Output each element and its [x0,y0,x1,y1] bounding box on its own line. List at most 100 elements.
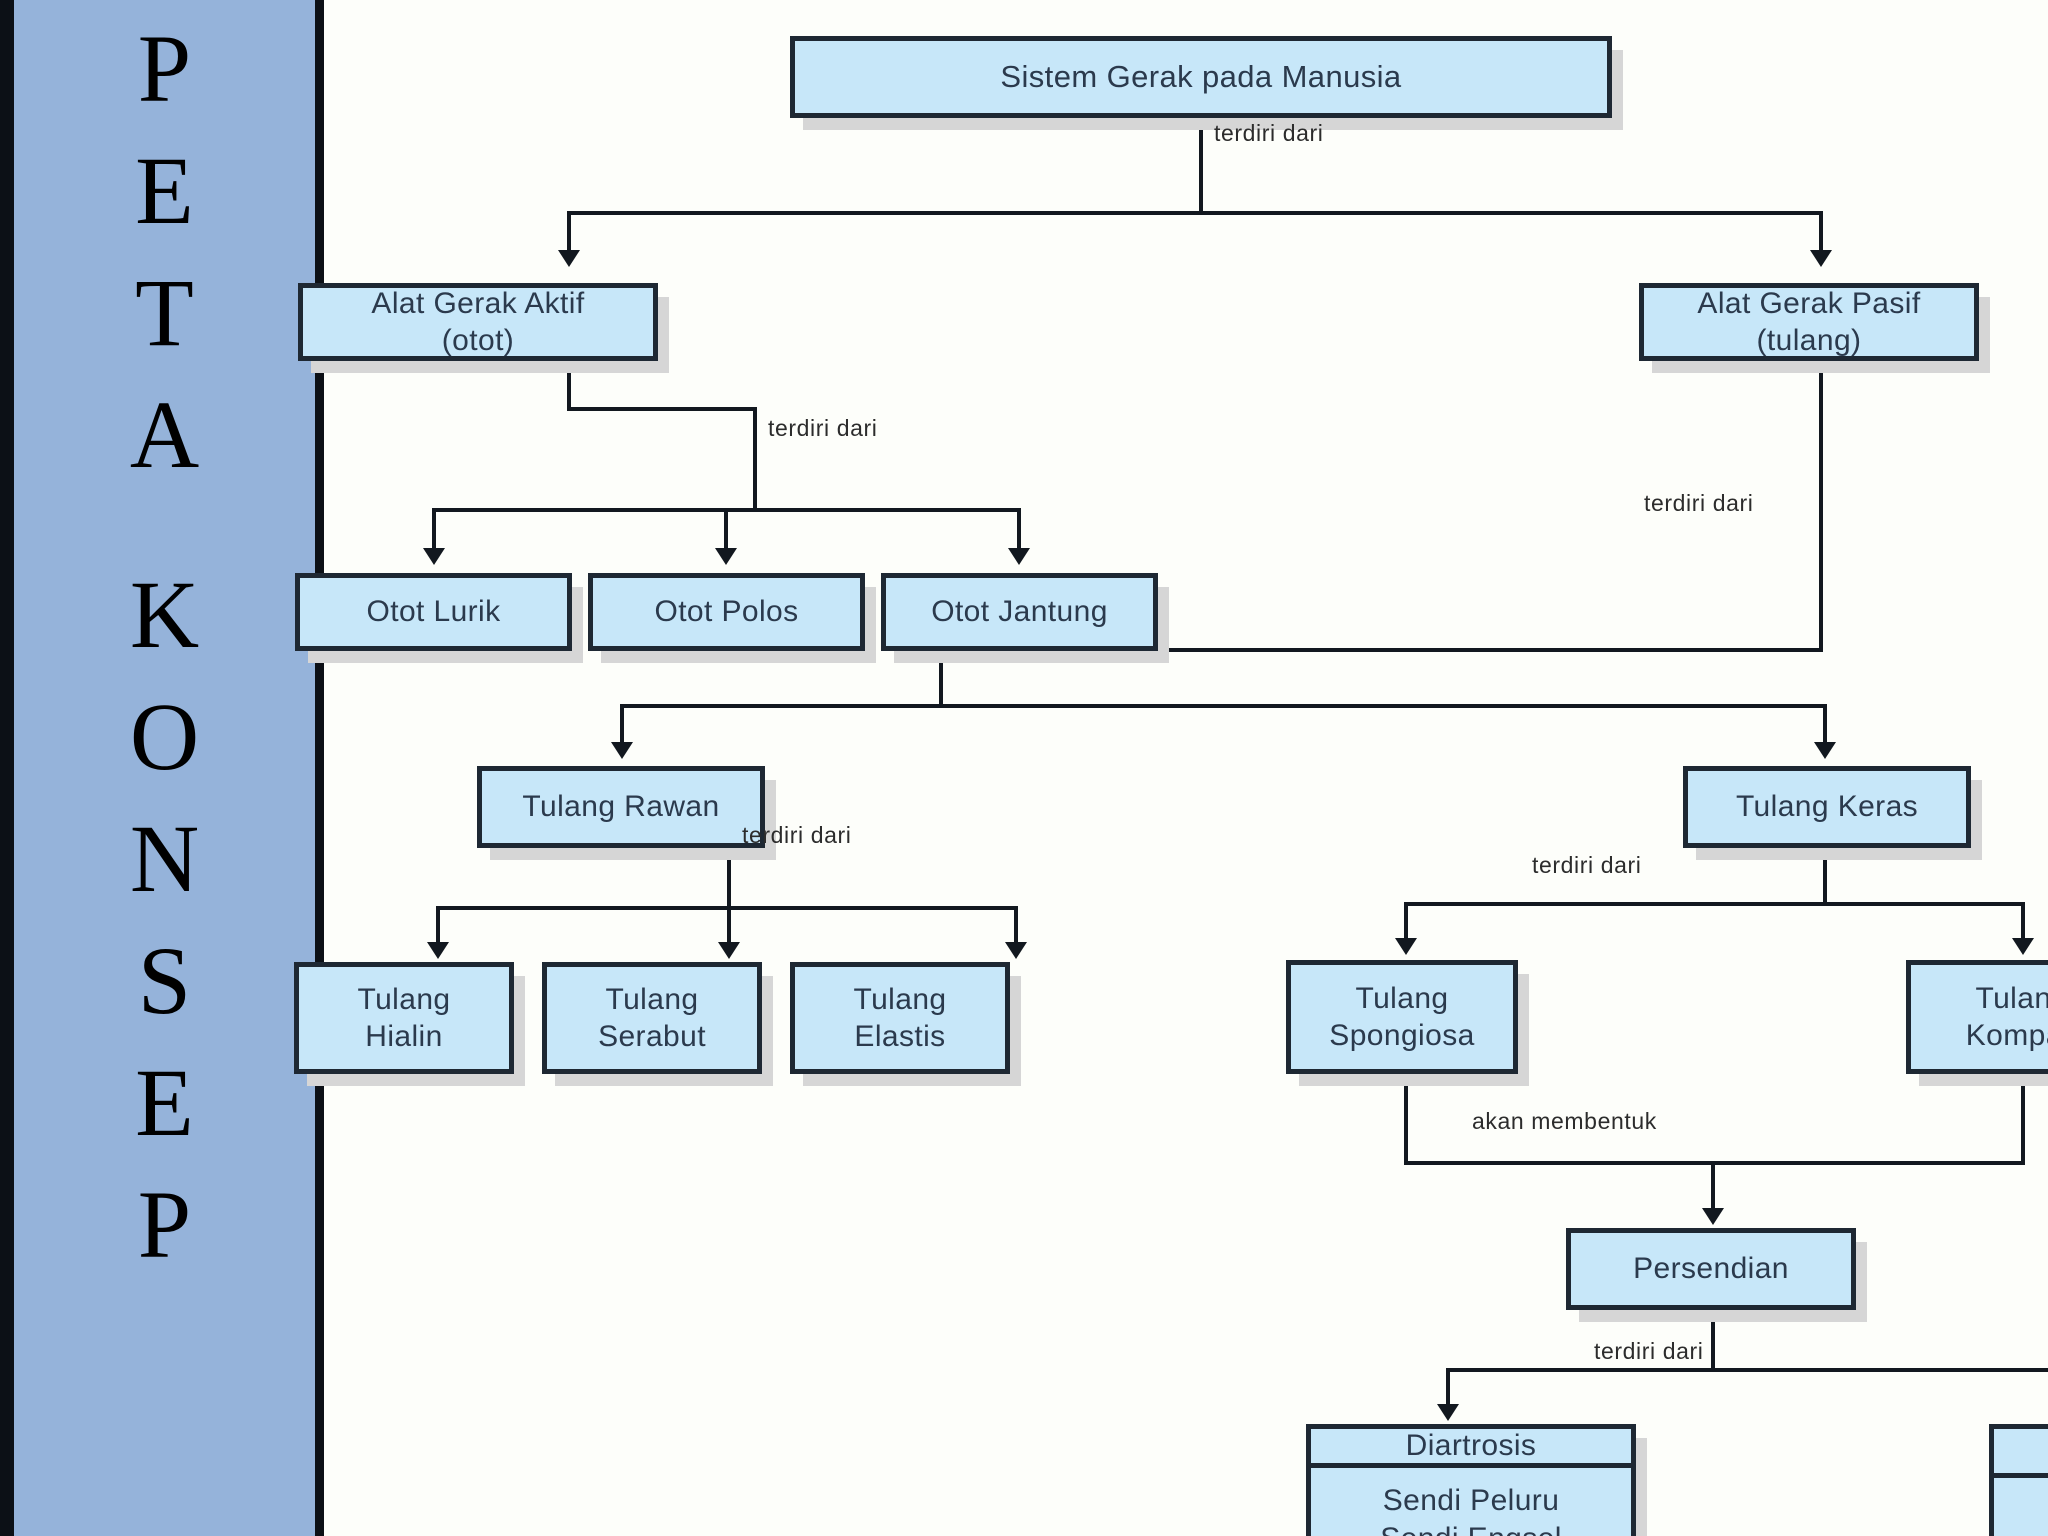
node-label-line2: Spongiosa [1329,1019,1475,1052]
node-label: Otot Lurik [366,595,501,628]
node-otot-polos[interactable]: Otot Polos [588,573,865,651]
node-label: Otot Polos [654,595,799,628]
arrowhead-to-tulang-serabut [718,942,740,959]
node-tulang-spongiosa[interactable]: Tulang Spongiosa [1286,960,1518,1074]
arrowhead-to-otot-lurik [423,548,445,565]
connector-to-tulang-spongiosa [1404,902,1408,944]
node-otot-jantung[interactable]: Otot Jantung [881,573,1158,651]
node-sinartrosis-header: Sinartrosis [1994,1429,2048,1479]
node-alat-gerak-aktif[interactable]: Alat Gerak Aktif (otot) [298,283,658,361]
node-tulang-serabut[interactable]: Tulang Serabut [542,962,762,1074]
list-item: Sendi Engsel [1380,1520,1562,1536]
arrowhead-to-tulang-rawan [611,742,633,759]
connector-to-diartrosis [1446,1368,1450,1410]
banner-letter-p1: P [137,15,192,122]
connector-spongiosa-down [1404,1074,1408,1165]
edge-label-root-split: terdiri dari [1214,120,1324,146]
node-diartrosis[interactable]: Diartrosis Sendi Peluru Sendi Engsel Sen… [1306,1424,1636,1536]
connector-to-tulang-hialin [436,906,440,948]
node-otot-lurik[interactable]: Otot Lurik [295,573,572,651]
banner-letter-e2: E [135,1049,194,1156]
node-tulang-keras[interactable]: Tulang Keras [1683,766,1971,848]
arrowhead-to-otot-jantung [1008,548,1030,565]
node-label-line2: Elastis [854,1020,946,1053]
node-label-line1: Alat Gerak Pasif [1697,286,1921,320]
list-item: Sendi Peluru [1382,1484,1560,1517]
arrowhead-to-tulang-keras [1814,742,1836,759]
concept-map-canvas: Sistem Gerak pada Manusia terdiri dari A… [294,0,2048,1536]
node-sinartrosis[interactable]: Sinartrosis Sinfibrosis Sinkondrosis [1989,1424,2048,1536]
edge-label-rawan-split: terdiri dari [742,822,852,848]
arrowhead-to-tulang-kompak [2012,938,2034,955]
node-label: Otot Jantung [931,595,1108,628]
arrowhead-to-aktif [558,250,580,267]
node-sistem-gerak-pada-manusia[interactable]: Sistem Gerak pada Manusia [790,36,1612,118]
connector-membentuk-down [1711,1161,1715,1214]
node-label-line1: Tulang [1355,981,1449,1015]
banner-letter-p2: P [137,1171,192,1278]
node-label: Tulang Keras [1735,790,1919,823]
arrowhead-to-diartrosis [1437,1404,1459,1421]
connector-root-to-aktif [567,211,571,256]
node-label-line1: Tulang [853,982,947,1016]
node-label: Sistem Gerak pada Manusia [1000,59,1402,94]
banner-letter-t: T [135,259,194,366]
connector-root-to-pasif [1819,211,1823,256]
arrowhead-to-tulang-hialin [427,942,449,959]
peta-konsep-banner: P E T A K O N S E P [0,0,324,1536]
connector-pasif-down2 [939,648,943,708]
connector-to-otot-jantung [1017,508,1021,554]
edge-label-persendian-split: terdiri dari [1594,1338,1704,1364]
node-tulang-elastis[interactable]: Tulang Elastis [790,962,1010,1074]
arrowhead-to-pasif [1810,250,1832,267]
connector-persendian-down [1711,1310,1715,1372]
connector-to-tulang-serabut [727,906,731,948]
node-label: Persendian [1633,1252,1789,1285]
connector-to-tulang-kompak [2021,902,2025,944]
connector-keras-down [1823,848,1827,906]
connector-aktif-right [567,407,757,411]
node-diartrosis-header: Diartrosis [1311,1429,1631,1468]
node-label-line1: Tulang [605,982,699,1016]
arrowhead-to-tulang-spongiosa [1395,938,1417,955]
edge-label-otot-split: terdiri dari [768,415,878,441]
node-label-line2: Hialin [365,1020,443,1053]
node-label-line2: (otot) [441,324,515,357]
node-diartrosis-items: Sendi Peluru Sendi Engsel Sendi Putar Se… [1311,1468,1631,1536]
connector-persendian-split-bar [1446,1368,2048,1372]
connector-root-split-bar [567,211,1823,215]
banner-letter-n: N [129,805,200,912]
banner-letter-a: A [129,381,200,488]
node-label: Diartrosis [1405,1429,1537,1462]
connector-pasif-left [939,648,1823,652]
node-label-line1: Tulang [1975,981,2048,1015]
connector-aktif-down1 [567,361,571,410]
connector-root-stem [1199,118,1203,213]
node-label-line1: Tulang [357,982,451,1016]
connector-kompak-down [2021,1074,2025,1165]
node-label: Tulang Rawan [522,790,720,823]
edge-label-keras-split: terdiri dari [1532,852,1642,878]
node-label-line2: (tulang) [1756,324,1862,357]
node-label-line1: Alat Gerak Aktif [371,286,585,320]
connector-to-otot-polos [724,508,728,554]
connector-to-tulang-elastis [1014,906,1018,948]
connector-aktif-down2 [753,407,757,512]
arrowhead-to-tulang-elastis [1005,942,1027,959]
connector-rawan-split-bar [436,906,1017,910]
banner-letter-k: K [129,561,200,668]
connector-to-otot-lurik [432,508,436,554]
connector-keras-split-bar [1404,902,2025,906]
banner-letter-e1: E [135,137,194,244]
node-sinartrosis-items: Sinfibrosis Sinkondrosis [1994,1478,2048,1536]
connector-to-tulang-rawan [620,704,624,748]
node-persendian[interactable]: Persendian [1566,1228,1856,1310]
node-tulang-hialin[interactable]: Tulang Hialin [294,962,514,1074]
connector-to-tulang-keras [1823,704,1827,748]
node-alat-gerak-pasif[interactable]: Alat Gerak Pasif (tulang) [1639,283,1979,361]
node-tulang-rawan[interactable]: Tulang Rawan [477,766,765,848]
arrowhead-to-otot-polos [715,548,737,565]
